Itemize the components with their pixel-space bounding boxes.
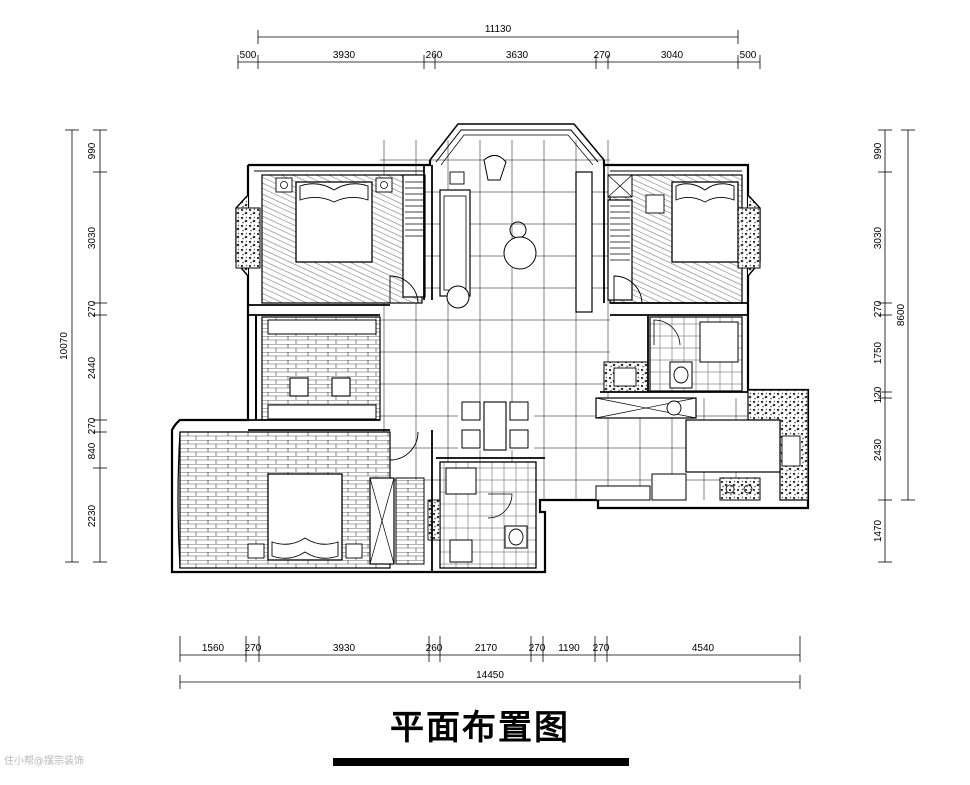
right-segment-2: 3030 — [873, 226, 884, 249]
tv-cabinet — [575, 171, 593, 313]
bottom-total-dimension: 14450 — [476, 670, 504, 681]
nightstand-right — [375, 177, 393, 193]
wardrobe-top-right — [607, 199, 633, 301]
bottom-segment-5: 2170 — [475, 643, 498, 654]
right-segment-3: 270 — [873, 300, 884, 317]
right-segment-6: 2430 — [873, 438, 884, 461]
watermark: 住小帮@摆宗装饰 — [4, 756, 84, 767]
right-segment-5: 120 — [873, 386, 884, 403]
left-segment-5: 270 — [87, 417, 98, 434]
bottom-segment-7: 1190 — [558, 643, 580, 654]
hall-tile-floor — [380, 300, 410, 430]
left-segment-4: 2440 — [87, 356, 98, 379]
left-segment-2: 3030 — [87, 226, 98, 249]
bay-window-sill — [440, 134, 594, 166]
drawing-title: 平面布置图 — [390, 708, 570, 748]
top-segment-2: 3930 — [333, 50, 356, 61]
bottom-dimension-lines: 1560 270 3930 260 2170 270 1190 270 4540… — [179, 636, 801, 689]
dining-table — [483, 401, 507, 451]
bottom-segment-4: 260 — [426, 643, 443, 654]
bottom-segment-1: 1560 — [202, 643, 225, 654]
top-segment-1: 500 — [240, 50, 257, 61]
top-dimension-lines: 11130 500 3930 260 3630 270 3040 500 — [237, 24, 761, 69]
door-top-left-bedroom — [389, 275, 419, 304]
right-total-dimension: 8600 — [896, 303, 907, 326]
title-underline — [333, 758, 629, 766]
bay-window-inner — [435, 129, 599, 163]
top-segment-3: 260 — [426, 50, 443, 61]
top-segment-7: 500 — [740, 50, 757, 61]
top-segment-6: 3040 — [661, 50, 684, 61]
right-segment-1: 990 — [873, 142, 884, 159]
bottom-segment-2: 270 — [245, 643, 262, 654]
kitchen-island — [685, 419, 781, 473]
bottom-segment-9: 4540 — [692, 643, 715, 654]
left-total-dimension: 10070 — [59, 332, 70, 360]
bottom-segment-3: 3930 — [333, 643, 356, 654]
left-dimension-lines: 10070 990 3030 270 2440 270 840 2230 — [59, 129, 107, 563]
bottom-segment-8: 270 — [593, 643, 610, 654]
right-segment-7: 1470 — [873, 519, 884, 542]
top-total-dimension: 11130 — [485, 24, 512, 35]
top-segment-5: 270 — [594, 50, 611, 61]
floor-plan — [170, 123, 810, 574]
right-dimension-lines: 990 3030 270 1750 120 2430 1470 8600 — [873, 129, 915, 563]
left-segment-3: 270 — [87, 300, 98, 317]
left-segment-7: 2230 — [87, 504, 98, 527]
nightstand-left — [275, 177, 293, 193]
bottom-segment-6: 270 — [529, 643, 546, 654]
top-segment-4: 3630 — [506, 50, 529, 61]
right-segment-4: 1750 — [873, 341, 884, 364]
left-segment-1: 990 — [87, 142, 98, 159]
bay-window-outer — [429, 123, 605, 161]
left-segment-6: 840 — [87, 442, 98, 459]
